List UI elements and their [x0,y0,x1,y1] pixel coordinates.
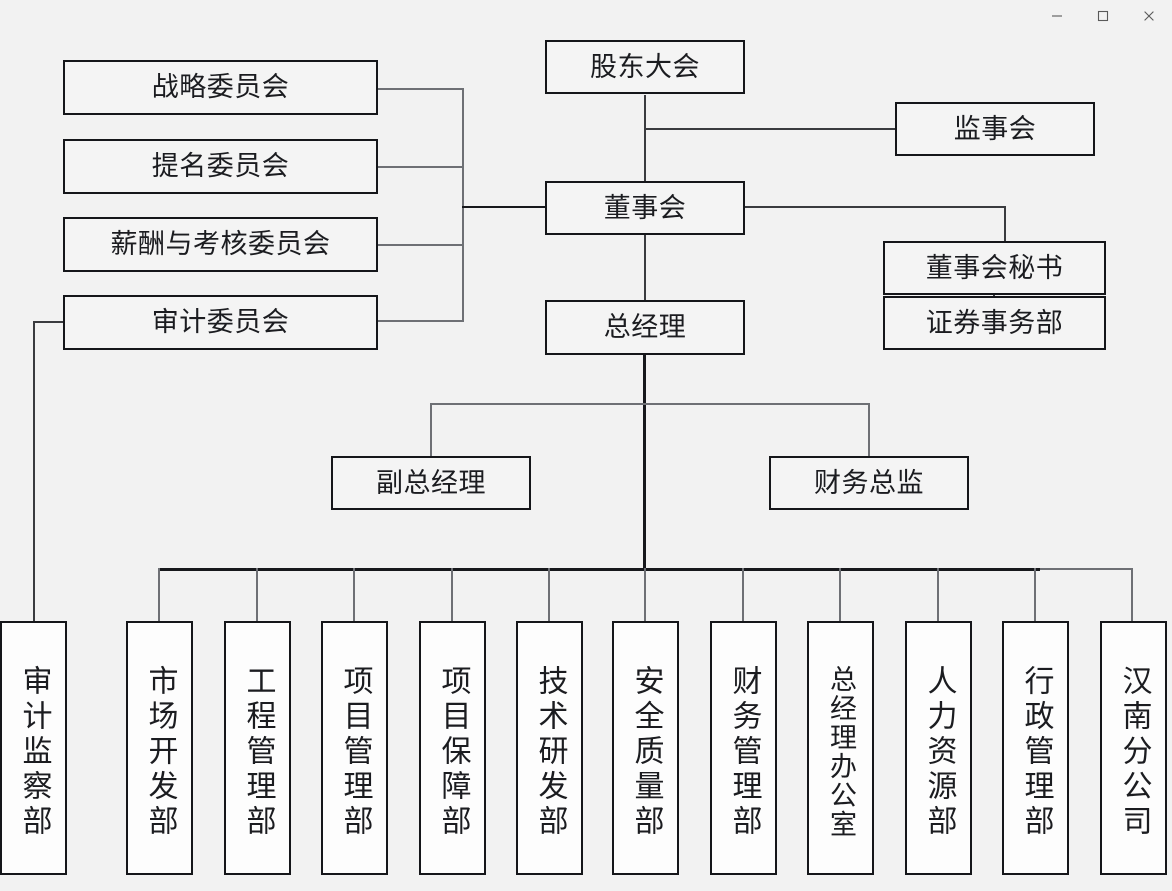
connector-committee-stub-1 [377,88,464,90]
node-department-safety-quality[interactable]: 安全质量部 [612,621,679,875]
node-shareholders-meeting[interactable]: 股东大会 [545,40,745,94]
node-department-gm-office[interactable]: 总经理办公室 [807,621,874,875]
node-department-human-resources[interactable]: 人力资源部 [905,621,972,875]
connector-dept-drop-11 [1131,568,1133,622]
connector-committee-spine [462,88,464,321]
connector-dept-drop-4 [451,568,453,622]
maximize-button[interactable] [1080,0,1126,31]
connector-board-to-gm [644,234,646,300]
node-department-engineering-management[interactable]: 工程管理部 [224,621,291,875]
minimize-icon [1051,10,1063,22]
node-general-manager[interactable]: 总经理 [545,300,745,355]
connector-dept-drop-7 [742,568,744,622]
close-button[interactable] [1126,0,1172,31]
node-committee-audit[interactable]: 审计委员会 [63,295,378,350]
node-department-technology-rd[interactable]: 技术研发部 [516,621,583,875]
node-board-of-directors[interactable]: 董事会 [545,181,745,235]
connector-committee-stub-3 [377,244,464,246]
connector-board-to-secretary-v [1004,206,1006,242]
connector-executive-bus [430,403,870,405]
connector-dept-drop-10 [1034,568,1036,622]
close-icon [1143,10,1155,22]
node-department-hannan-branch[interactable]: 汉南分公司 [1100,621,1167,875]
connector-dept-drop-8 [839,568,841,622]
connector-audit-dept-drop [33,600,35,622]
connector-dept-bus-tail [1040,568,1132,570]
minimize-button[interactable] [1034,0,1080,31]
connector-exec-drop-left [430,403,432,456]
connector-dept-drop-6 [644,568,646,622]
connector-gm-trunk [643,355,647,571]
node-board-secretary[interactable]: 董事会秘书 [883,241,1106,295]
connector-dept-drop-9 [937,568,939,622]
window-titlebar [0,0,1172,31]
node-department-administration[interactable]: 行政管理部 [1002,621,1069,875]
connector-dept-drop-2 [256,568,258,622]
node-cfo[interactable]: 财务总监 [769,456,969,510]
node-department-market-development[interactable]: 市场开发部 [126,621,193,875]
connector-board-to-supervisory [644,128,896,130]
connector-committee-stub-2 [377,166,464,168]
connector-shareholders-to-board [644,95,646,183]
node-department-audit-supervision[interactable]: 审计监察部 [0,621,67,875]
connector-board-to-secretary-h [744,206,1006,208]
connector-audit-committee-h [33,321,65,323]
node-department-financial-management[interactable]: 财务管理部 [710,621,777,875]
node-deputy-general-manager[interactable]: 副总经理 [331,456,531,510]
connector-exec-drop-right [868,403,870,456]
node-securities-affairs[interactable]: 证券事务部 [883,296,1106,350]
maximize-icon [1097,10,1109,22]
node-supervisory-board[interactable]: 监事会 [895,102,1095,156]
connector-committee-stub-4 [377,320,464,322]
node-committee-compensation[interactable]: 薪酬与考核委员会 [63,217,378,272]
node-department-project-support[interactable]: 项目保障部 [419,621,486,875]
node-department-project-management[interactable]: 项目管理部 [321,621,388,875]
node-committee-strategy[interactable]: 战略委员会 [63,60,378,115]
connector-dept-drop-3 [353,568,355,622]
connector-dept-drop-5 [548,568,550,622]
connector-department-bus [158,568,1040,571]
node-committee-nomination[interactable]: 提名委员会 [63,139,378,194]
connector-committees-to-board [462,206,546,209]
connector-audit-committee-v [33,321,35,621]
connector-dept-drop-1 [158,568,160,622]
